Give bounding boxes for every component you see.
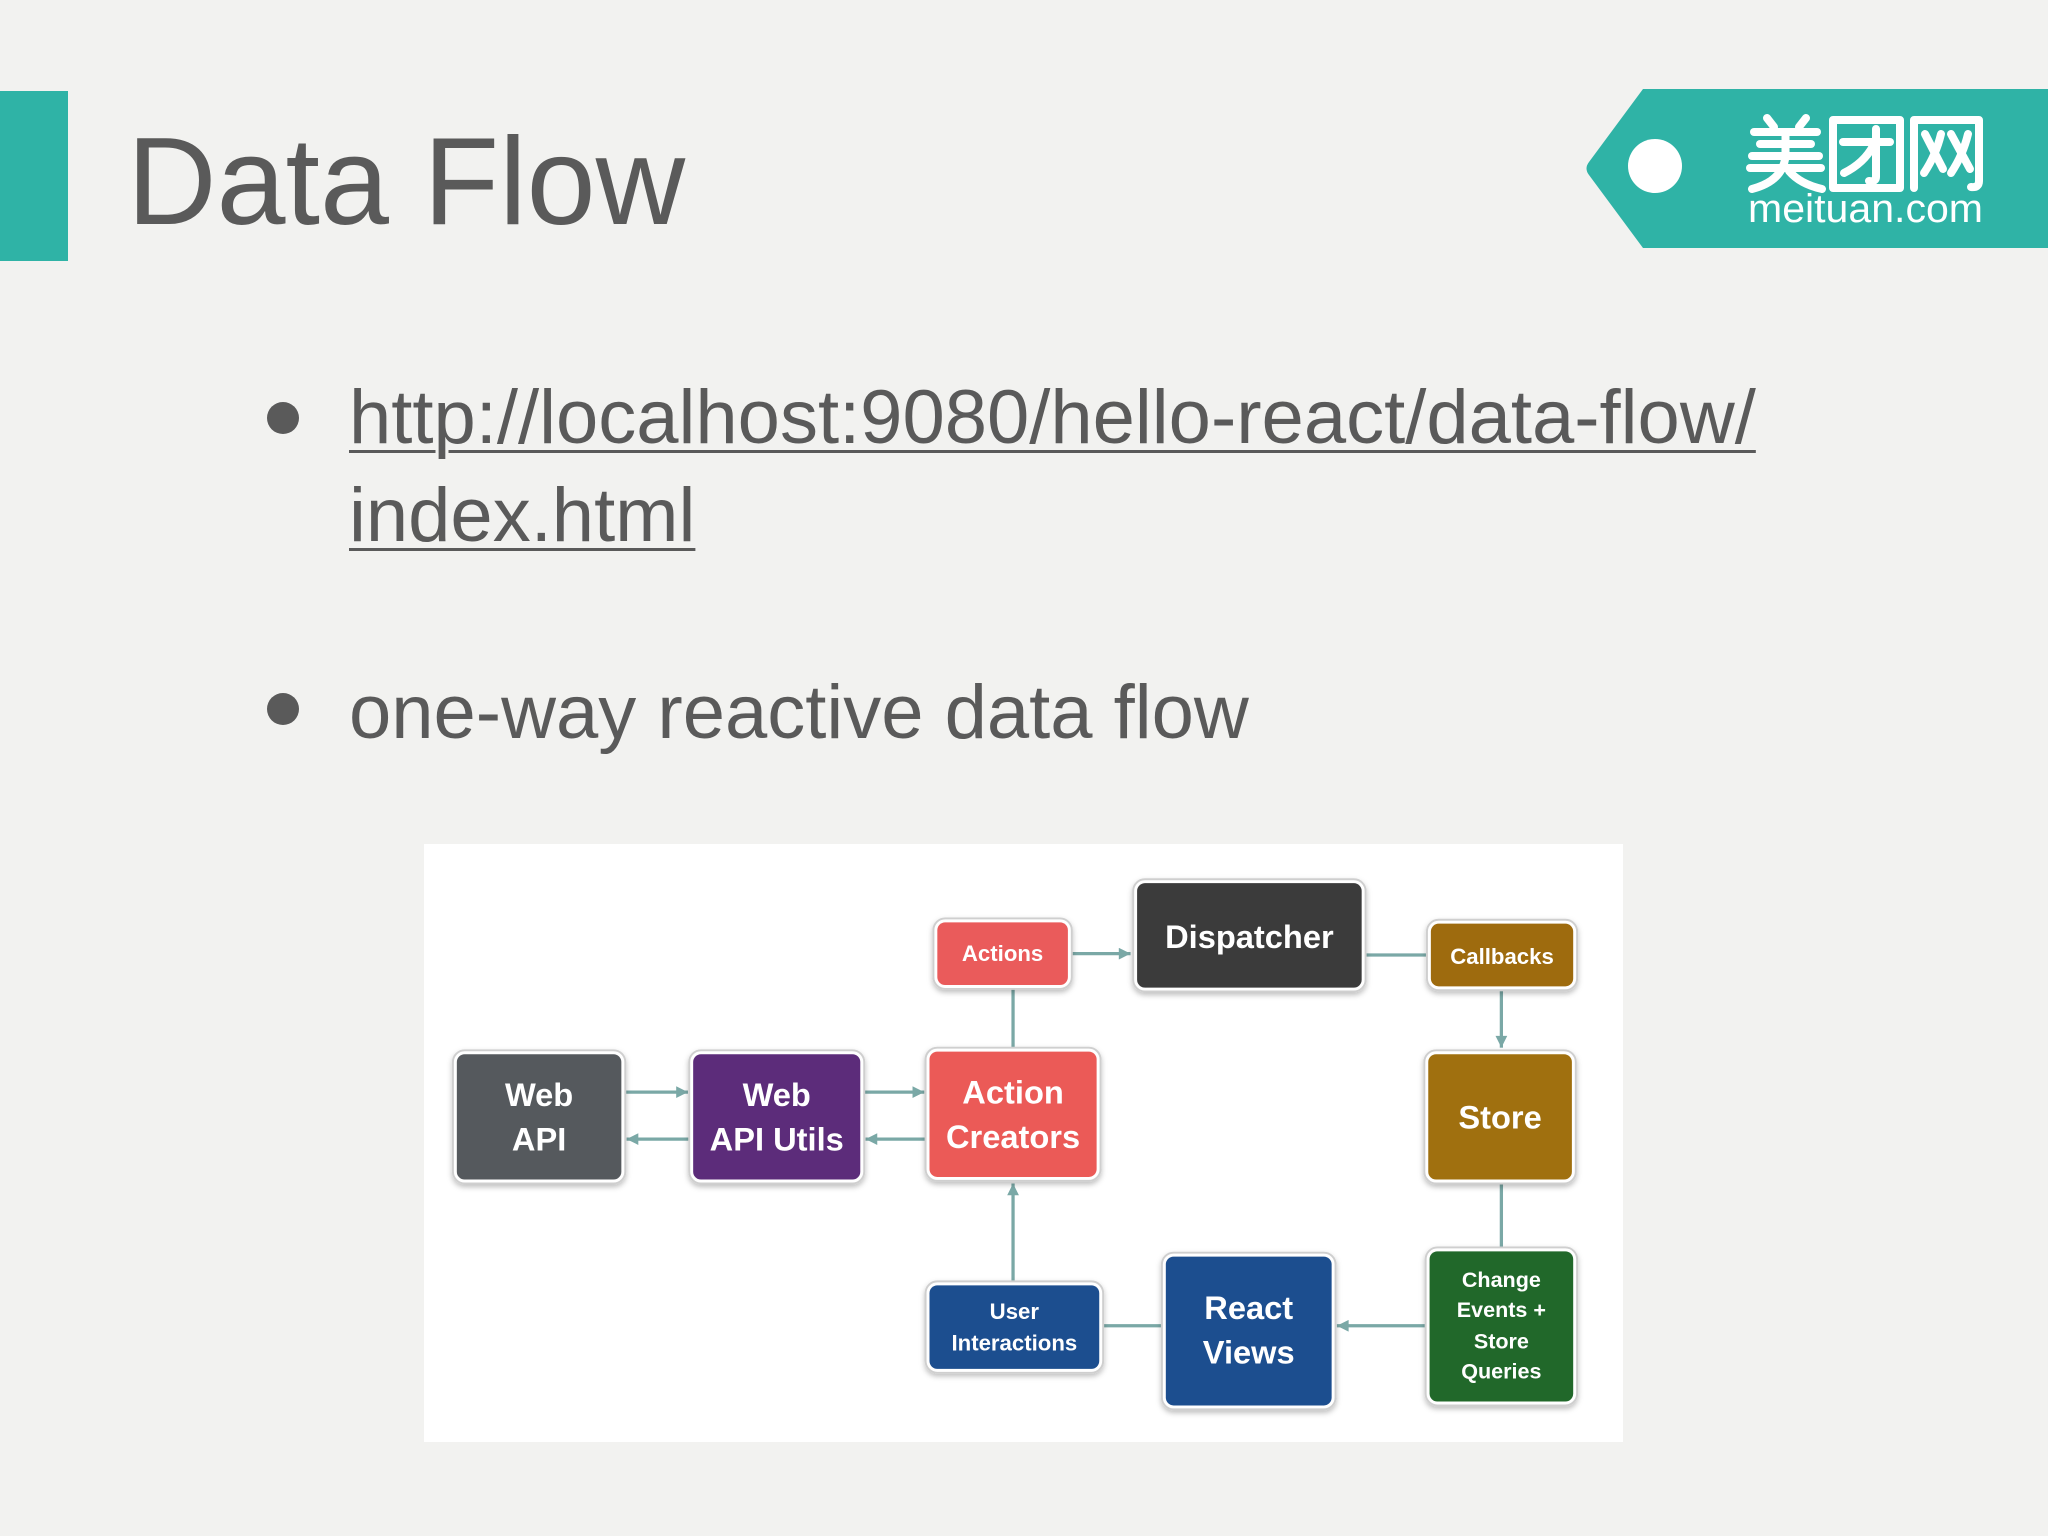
flux-diagram: Actions Dispatcher Callbacks Web API bbox=[424, 844, 1623, 1442]
demo-url-line-2: index.html bbox=[349, 473, 696, 558]
actions-label: Actions bbox=[962, 941, 1043, 966]
action-creators-label-line-2: Creators bbox=[946, 1118, 1080, 1155]
user-interactions-label-line-1: User bbox=[990, 1299, 1040, 1324]
node-box bbox=[1429, 1251, 1574, 1402]
bullet-dot bbox=[267, 402, 299, 434]
title-accent-bar bbox=[0, 91, 68, 261]
page-title: Data Flow bbox=[127, 113, 686, 251]
node-box bbox=[1428, 1054, 1572, 1180]
node-dispatcher: Dispatcher bbox=[1132, 878, 1367, 993]
action-creators-label-line-1: Action bbox=[962, 1074, 1064, 1111]
node-box bbox=[693, 1054, 861, 1180]
flux-diagram-svg: Actions Dispatcher Callbacks Web API bbox=[451, 878, 1579, 1411]
node-web-api: Web API bbox=[451, 1049, 627, 1185]
node-store: Store bbox=[1423, 1049, 1577, 1185]
callbacks-label: Callbacks bbox=[1450, 944, 1554, 969]
store-label: Store bbox=[1458, 1098, 1541, 1135]
meituan-logo: meituan.com bbox=[1586, 89, 2048, 248]
node-box bbox=[929, 1051, 1097, 1177]
node-user-interactions: User Interactions bbox=[924, 1280, 1105, 1374]
node-actions: Actions bbox=[932, 917, 1073, 990]
web-api-utils-label-line-1: Web bbox=[743, 1076, 811, 1113]
node-callbacks: Callbacks bbox=[1425, 918, 1579, 992]
change-events-label-line-4: Queries bbox=[1461, 1359, 1541, 1383]
bullet-text: one-way reactive data flow bbox=[349, 670, 1249, 755]
change-events-label-line-3: Store bbox=[1474, 1329, 1529, 1353]
node-box bbox=[1430, 923, 1574, 987]
user-interactions-label-line-2: Interactions bbox=[951, 1330, 1077, 1355]
demo-url-link[interactable]: http://localhost:9080/hello-react/data-f… bbox=[349, 369, 1756, 565]
logo-domain: meituan.com bbox=[1748, 187, 1983, 231]
node-action-creators: Action Creators bbox=[924, 1046, 1102, 1182]
diagram-edges bbox=[621, 947, 1508, 1332]
react-views-label-line-1: React bbox=[1204, 1289, 1293, 1326]
web-api-label-line-1: Web bbox=[505, 1076, 573, 1113]
node-react-views: React Views bbox=[1160, 1251, 1337, 1411]
web-api-utils-label-line-2: API Utils bbox=[710, 1121, 844, 1158]
bullet-link-item: http://localhost:9080/hello-react/data-f… bbox=[349, 369, 1756, 565]
node-box bbox=[937, 922, 1068, 986]
demo-url-line-1: http://localhost:9080/hello-react/data-f… bbox=[349, 375, 1756, 460]
node-box bbox=[456, 1054, 622, 1180]
logo-hole-icon bbox=[1628, 139, 1682, 193]
node-box bbox=[929, 1285, 1100, 1369]
change-events-label-line-2: Events + bbox=[1457, 1298, 1546, 1322]
node-change-events: Change Events + Store Queries bbox=[1424, 1246, 1579, 1407]
change-events-label-line-1: Change bbox=[1462, 1268, 1541, 1292]
dispatcher-label: Dispatcher bbox=[1165, 918, 1334, 955]
web-api-label-line-2: API bbox=[512, 1121, 566, 1158]
logo-wordmark bbox=[1746, 114, 1983, 193]
node-box bbox=[1137, 883, 1362, 988]
bullet-dot bbox=[267, 693, 299, 725]
node-web-api-utils: Web API Utils bbox=[688, 1049, 866, 1185]
react-views-label-line-2: Views bbox=[1203, 1333, 1295, 1370]
node-box bbox=[1165, 1256, 1332, 1406]
